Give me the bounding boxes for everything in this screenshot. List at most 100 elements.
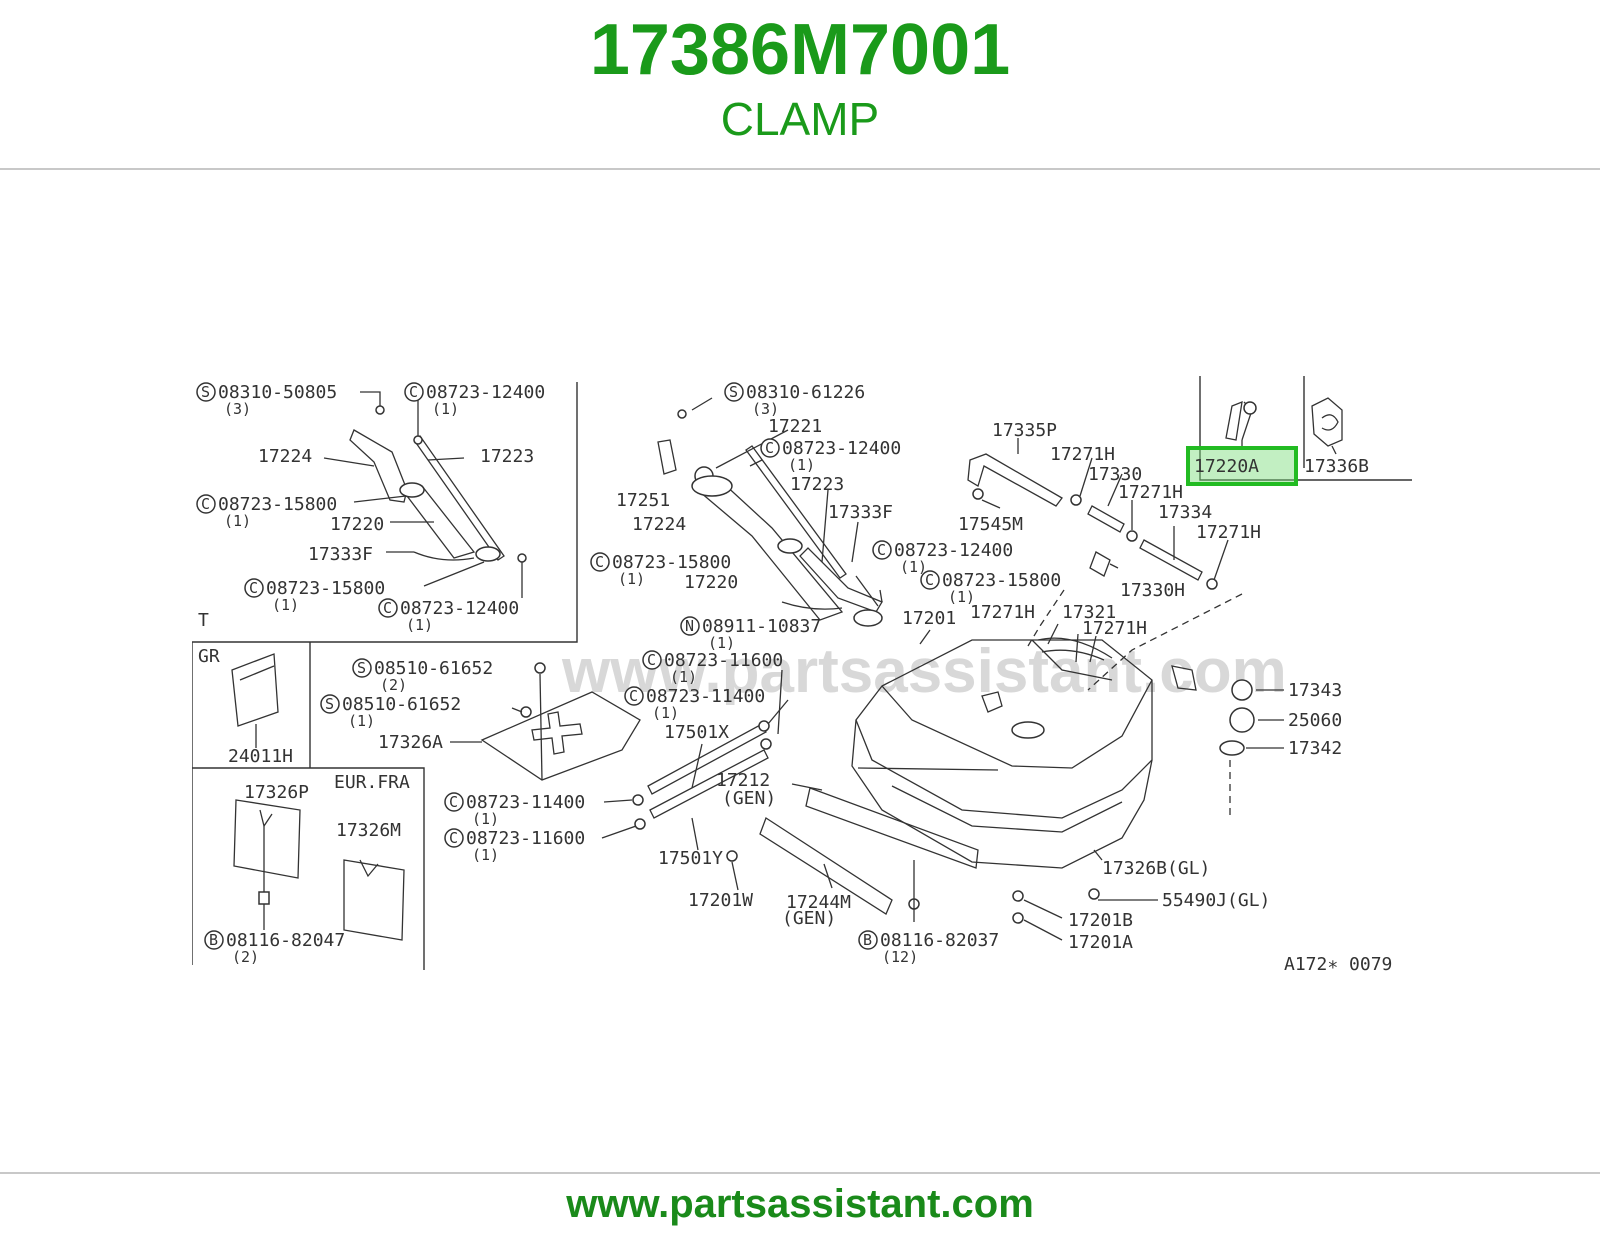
label-08723-15800-a: 08723-15800 bbox=[218, 494, 337, 515]
label-17271h-a: 17271H bbox=[1050, 444, 1115, 465]
label-17271h-d: 17271H bbox=[970, 602, 1035, 623]
svg-text:C: C bbox=[925, 571, 934, 589]
footer-site-link[interactable]: www.partsassistant.com bbox=[566, 1182, 1034, 1226]
label-08911-10837: 08911-10837 bbox=[702, 616, 821, 637]
svg-text:B: B bbox=[863, 931, 872, 949]
svg-text:(3): (3) bbox=[224, 400, 251, 418]
svg-text:(2): (2) bbox=[380, 676, 407, 694]
label-17326b: 17326B(GL) bbox=[1102, 858, 1210, 879]
part-sender-unit bbox=[1171, 665, 1284, 820]
part-17326a bbox=[450, 662, 641, 781]
parts-diagram: www.partsassistant.com T GR EUR.FRA S 08… bbox=[192, 340, 1416, 1000]
label-17326m: 17326M bbox=[336, 820, 401, 841]
svg-text:C: C bbox=[765, 439, 774, 457]
label-25060: 25060 bbox=[1288, 710, 1342, 731]
svg-text:(1): (1) bbox=[224, 512, 251, 530]
svg-text:(1): (1) bbox=[406, 616, 433, 634]
highlight-17220a[interactable] bbox=[1186, 446, 1298, 486]
label-17271h-e: 17271H bbox=[1082, 618, 1147, 639]
panel-eur-parts bbox=[233, 799, 405, 941]
label-08723-12400-d: 08723-12400 bbox=[894, 540, 1013, 561]
label-08723-11600-b: 08723-11600 bbox=[466, 828, 585, 849]
svg-text:(1): (1) bbox=[708, 634, 735, 652]
label-17335p: 17335P bbox=[992, 420, 1057, 441]
label-17330h: 17330H bbox=[1120, 580, 1185, 601]
part-bottom-fasteners bbox=[1012, 849, 1158, 941]
panel-t-label: T bbox=[198, 610, 209, 631]
label-08116-82037: 08116-82037 bbox=[880, 930, 999, 951]
label-17223-b: 17223 bbox=[790, 474, 844, 495]
panel-gr-parts bbox=[231, 653, 279, 748]
label-17220-a: 17220 bbox=[330, 514, 384, 535]
label-55490j: 55490J(GL) bbox=[1162, 890, 1270, 911]
label-17333f-b: 17333F bbox=[828, 502, 893, 523]
label-17545m: 17545M bbox=[958, 514, 1023, 535]
panel-gr-label: GR bbox=[198, 646, 220, 667]
label-08723-11400-b: 08723-11400 bbox=[466, 792, 585, 813]
part-filler-neck bbox=[657, 397, 883, 627]
svg-text:C: C bbox=[201, 495, 210, 513]
part-name-subtitle: CLAMP bbox=[720, 93, 880, 145]
svg-text:(1): (1) bbox=[900, 558, 927, 576]
svg-text:C: C bbox=[449, 829, 458, 847]
svg-text:C: C bbox=[409, 383, 418, 401]
label-17342: 17342 bbox=[1288, 738, 1342, 759]
label-17201b: 17201B bbox=[1068, 910, 1133, 931]
label-08723-12400-a: 08723-12400 bbox=[426, 382, 545, 403]
label-17220a[interactable]: 17220A bbox=[1194, 456, 1259, 477]
panel-t-parts bbox=[323, 391, 527, 598]
svg-text:(1): (1) bbox=[948, 588, 975, 606]
panel-eur-label: EUR.FRA bbox=[334, 772, 410, 793]
svg-text:(1): (1) bbox=[272, 596, 299, 614]
svg-text:S: S bbox=[729, 383, 738, 401]
label-08723-15800-d: 08723-15800 bbox=[942, 570, 1061, 591]
diagram-code: A172∗ 0079 bbox=[1284, 954, 1392, 975]
part-number-title: 17386M7001 bbox=[589, 10, 1011, 90]
svg-text:(12): (12) bbox=[882, 948, 918, 966]
label-08723-15800-b: 08723-15800 bbox=[266, 578, 385, 599]
svg-text:S: S bbox=[201, 383, 210, 401]
header-divider bbox=[0, 168, 1600, 170]
label-17244m: 17244M bbox=[786, 892, 851, 913]
label-17326a: 17326A bbox=[378, 732, 443, 753]
label-17343: 17343 bbox=[1288, 680, 1342, 701]
label-17220-b: 17220 bbox=[684, 572, 738, 593]
label-08510-61652-b: 08510-61652 bbox=[342, 694, 461, 715]
svg-text:(1): (1) bbox=[670, 668, 697, 686]
label-17212: 17212 bbox=[716, 770, 770, 791]
label-08723-12400-b: 08723-12400 bbox=[400, 598, 519, 619]
label-17330: 17330 bbox=[1088, 464, 1142, 485]
svg-text:C: C bbox=[383, 599, 392, 617]
svg-text:C: C bbox=[877, 541, 886, 559]
part-17220a bbox=[1225, 400, 1257, 450]
svg-text:(2): (2) bbox=[232, 948, 259, 966]
svg-text:N: N bbox=[685, 617, 694, 635]
svg-text:(1): (1) bbox=[618, 570, 645, 588]
label-08723-11400-a: 08723-11400 bbox=[646, 686, 765, 707]
svg-text:(1): (1) bbox=[472, 846, 499, 864]
label-17333f-a: 17333F bbox=[308, 544, 373, 565]
label-08723-11600-a: 08723-11600 bbox=[664, 650, 783, 671]
label-17201a: 17201A bbox=[1068, 932, 1133, 953]
label-08510-61652-a: 08510-61652 bbox=[374, 658, 493, 679]
label-17336b: 17336B bbox=[1304, 456, 1369, 477]
svg-text:(3): (3) bbox=[752, 400, 779, 418]
label-17212-gen: (GEN) bbox=[722, 788, 776, 809]
label-08310-61226: 08310-61226 bbox=[746, 382, 865, 403]
label-17224-a: 17224 bbox=[258, 446, 312, 467]
svg-text:(1): (1) bbox=[348, 712, 375, 730]
svg-text:S: S bbox=[325, 695, 334, 713]
label-17223-a: 17223 bbox=[480, 446, 534, 467]
label-17201: 17201 bbox=[902, 608, 956, 629]
label-17501y: 17501Y bbox=[658, 848, 723, 869]
svg-text:(1): (1) bbox=[472, 810, 499, 828]
label-17334: 17334 bbox=[1158, 502, 1212, 523]
svg-text:C: C bbox=[249, 579, 258, 597]
label-17271h-c: 17271H bbox=[1196, 522, 1261, 543]
label-08723-15800-c: 08723-15800 bbox=[612, 552, 731, 573]
part-tank-bands bbox=[726, 767, 999, 922]
part-fuel-tank-17201 bbox=[851, 639, 1153, 869]
label-17221: 17221 bbox=[768, 416, 822, 437]
label-17201w: 17201W bbox=[688, 890, 753, 911]
panel-right-frame bbox=[1199, 376, 1412, 481]
